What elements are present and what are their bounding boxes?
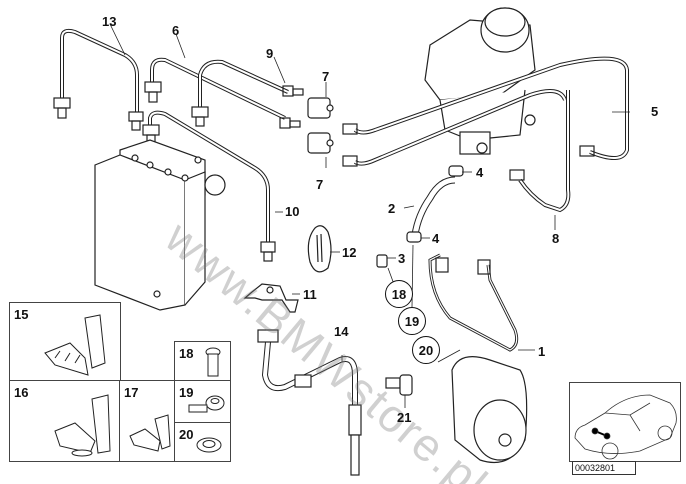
detail-box-16-number: 16 — [14, 385, 29, 400]
hollow-bolt-3 — [376, 254, 388, 268]
abs-hydraulic-unit — [94, 139, 226, 311]
vehicle-location-thumbnail — [569, 382, 681, 462]
circled-callout-20: 20 — [412, 336, 440, 364]
seal-ring-20-icon — [196, 437, 222, 453]
brake-pipe-10 — [142, 110, 276, 262]
callout-4-upper: 4 — [476, 165, 484, 180]
car-outline-icon — [574, 394, 677, 460]
grommet-12 — [307, 225, 332, 273]
brake-hose-14 — [257, 329, 362, 476]
detail-box-15-number: 15 — [14, 307, 29, 322]
circled-callout-19: 19 — [398, 307, 426, 335]
fitting-7-lower — [307, 132, 334, 154]
detail-box-19: 19 — [174, 380, 231, 424]
callout-6: 6 — [172, 23, 180, 38]
bracket-11 — [243, 283, 299, 313]
circled-callout-18: 18 — [385, 280, 413, 308]
detail-box-15: 15 — [9, 302, 121, 382]
callout-14: 14 — [334, 324, 349, 339]
detail-box-20-number: 20 — [179, 427, 194, 442]
callout-12: 12 — [342, 245, 357, 260]
brake-pipe-13 — [53, 28, 144, 131]
abs-pump-accumulator — [451, 356, 528, 464]
callout-13: 13 — [102, 14, 117, 29]
brake-pipe-6 — [144, 57, 301, 129]
clamp-4-lower — [406, 231, 422, 243]
brake-pipe-8 — [509, 90, 571, 213]
diagram-code: 00032801 — [572, 461, 636, 475]
callout-2: 2 — [388, 201, 396, 216]
brake-pipe-9 — [191, 59, 304, 127]
pipe-holder-17-icon — [129, 414, 171, 452]
brake-pipe-front — [342, 89, 567, 167]
clamp-4-upper — [448, 165, 464, 177]
brake-pipe-5 — [342, 56, 629, 160]
callout-11: 11 — [303, 287, 317, 302]
filter-sleeve-18-icon — [205, 347, 221, 377]
callout-3: 3 — [398, 251, 406, 266]
callout-1: 1 — [538, 344, 546, 359]
brake-pipe-1 — [428, 253, 519, 352]
detail-box-18-number: 18 — [179, 346, 194, 361]
callout-5: 5 — [651, 104, 659, 119]
callout-7-lower: 7 — [316, 177, 324, 192]
detail-box-17-number: 17 — [124, 385, 139, 400]
pipe-holder-16-icon — [54, 394, 111, 457]
detail-box-18: 18 — [174, 341, 231, 382]
pipe-holder-15-icon — [44, 314, 106, 376]
callout-4-lower: 4 — [432, 231, 440, 246]
callout-8: 8 — [552, 231, 560, 246]
detail-box-16: 16 — [9, 380, 121, 462]
detail-box-17: 17 — [119, 380, 176, 462]
callout-7-upper: 7 — [322, 69, 330, 84]
banjo-fitting-19-icon — [188, 395, 225, 413]
hose-2 — [411, 176, 456, 236]
detail-box-20: 20 — [174, 422, 231, 462]
callout-9: 9 — [266, 46, 274, 61]
detail-box-19-number: 19 — [179, 385, 194, 400]
angle-fitting-21 — [385, 374, 413, 396]
callout-21: 21 — [397, 410, 412, 425]
fitting-7-upper — [307, 97, 334, 119]
callout-10: 10 — [285, 204, 300, 219]
